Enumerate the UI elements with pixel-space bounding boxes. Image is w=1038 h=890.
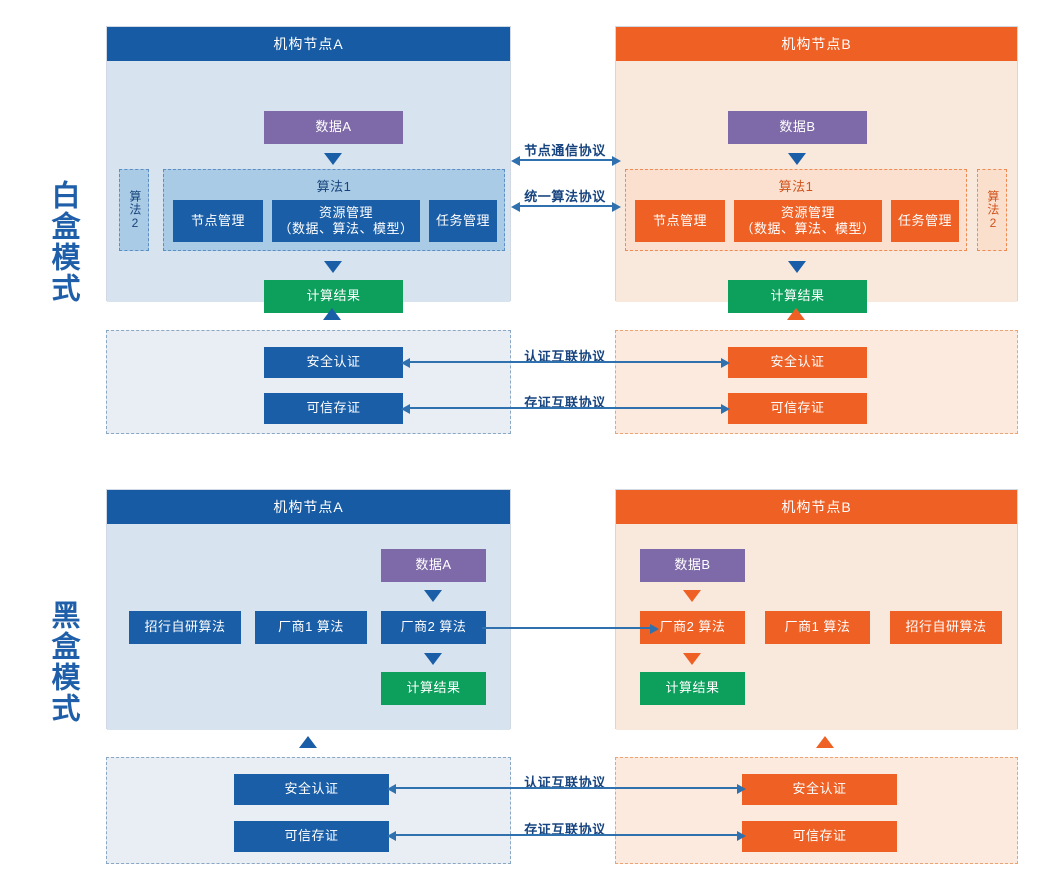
- arrow-down-icon: [424, 653, 442, 665]
- blackbox-node-a-algorithm-2: 厂商2 算法: [381, 611, 486, 644]
- blackbox-node-a-data-box: 数据A: [381, 549, 486, 582]
- blackbox-node-a-algorithm-0: 招行自研算法: [129, 611, 241, 644]
- whitebox-node-b-auth-zone: 安全认证 可信存证: [615, 330, 1018, 434]
- mode-label-whitebox: 白盒模式: [47, 180, 79, 304]
- arrow-up-icon: [816, 736, 834, 748]
- blackbox-algorithm-link-arrow: [482, 623, 659, 635]
- whitebox-node-b-auth-box-storage: 可信存证: [728, 393, 867, 424]
- blackbox-node-a-auth-box-security: 安全认证: [234, 774, 389, 805]
- protocol-arrow-node-comm: [511, 155, 621, 167]
- protocol-label-auth-interop-blackbox: 认证互联协议: [524, 775, 606, 790]
- blackbox-node-b-panel: 机构节点B 数据B 厂商2 算法 厂商1 算法 招行自研算法 计算结果: [615, 489, 1018, 730]
- protocol-arrow-auth-interop-blackbox: [387, 783, 746, 795]
- blackbox-node-a-result-box: 计算结果: [381, 672, 486, 705]
- blackbox-node-a-auth-zone: 安全认证 可信存证: [106, 757, 511, 864]
- whitebox-node-a-algo1-group: 算法1 节点管理 资源管理 （数据、算法、模型） 任务管理: [163, 169, 505, 251]
- whitebox-node-b-result-box: 计算结果: [728, 280, 867, 313]
- blackbox-node-a-algorithm-1: 厂商1 算法: [255, 611, 367, 644]
- whitebox-node-a-data-box: 数据A: [264, 111, 403, 144]
- blackbox-node-b-auth-box-security: 安全认证: [742, 774, 897, 805]
- whitebox-node-b-algo2-chip: 算法2: [977, 169, 1007, 251]
- protocol-arrow-unified-algo: [511, 201, 621, 213]
- arrow-up-icon: [299, 736, 317, 748]
- blackbox-node-b-auth-zone: 安全认证 可信存证: [615, 757, 1018, 864]
- whitebox-node-b-module-node-mgmt: 节点管理: [635, 200, 725, 242]
- protocol-label-storage-interop-blackbox: 存证互联协议: [524, 822, 606, 837]
- whitebox-node-b-title: 机构节点B: [616, 27, 1017, 61]
- protocol-label-unified-algo: 统一算法协议: [524, 189, 606, 204]
- blackbox-node-b-data-box: 数据B: [640, 549, 745, 582]
- whitebox-node-a-module-node-mgmt: 节点管理: [173, 200, 263, 242]
- blackbox-node-b-result-box: 计算结果: [640, 672, 745, 705]
- protocol-arrow-storage-interop: [401, 403, 730, 415]
- whitebox-node-b-panel: 机构节点B 数据B 算法1 节点管理 资源管理 （数据、算法、模型） 任务管理 …: [615, 26, 1018, 313]
- whitebox-node-b-algo1-title: 算法1: [778, 179, 814, 194]
- whitebox-node-b-data-box: 数据B: [728, 111, 867, 144]
- blackbox-node-b-auth-box-storage: 可信存证: [742, 821, 897, 852]
- whitebox-node-a-auth-box-security: 安全认证: [264, 347, 403, 378]
- whitebox-node-a-auth-zone: 安全认证 可信存证: [106, 330, 511, 434]
- protocol-label-storage-interop: 存证互联协议: [524, 395, 606, 410]
- mode-label-blackbox: 黑盒模式: [47, 600, 79, 724]
- blackbox-node-b-title: 机构节点B: [616, 490, 1017, 524]
- arrow-down-icon: [788, 261, 806, 273]
- whitebox-node-b-module-resource-mgmt: 资源管理 （数据、算法、模型）: [734, 200, 882, 242]
- whitebox-node-b-algo1-group: 算法1 节点管理 资源管理 （数据、算法、模型） 任务管理: [625, 169, 967, 251]
- whitebox-node-a-auth-box-storage: 可信存证: [264, 393, 403, 424]
- blackbox-node-a-auth-box-storage: 可信存证: [234, 821, 389, 852]
- protocol-arrow-storage-interop-blackbox: [387, 830, 746, 842]
- arrow-up-icon: [323, 308, 341, 320]
- arrow-down-icon: [424, 590, 442, 602]
- whitebox-node-a-panel: 机构节点A 数据A 算法2 算法1 节点管理 资源管理 （数据、算法、模型） 任…: [106, 26, 511, 313]
- blackbox-node-a-title: 机构节点A: [107, 490, 510, 524]
- whitebox-node-a-result-box: 计算结果: [264, 280, 403, 313]
- protocol-label-node-comm: 节点通信协议: [524, 143, 606, 158]
- arrow-up-icon: [787, 308, 805, 320]
- whitebox-node-a-module-resource-mgmt: 资源管理 （数据、算法、模型）: [272, 200, 420, 242]
- blackbox-node-a-panel: 机构节点A 数据A 招行自研算法 厂商1 算法 厂商2 算法 计算结果: [106, 489, 511, 730]
- whitebox-node-b-auth-box-security: 安全认证: [728, 347, 867, 378]
- whitebox-node-a-algo1-title: 算法1: [316, 179, 352, 194]
- whitebox-node-a-algo2-chip: 算法2: [119, 169, 149, 251]
- protocol-label-auth-interop: 认证互联协议: [524, 349, 606, 364]
- arrow-down-icon: [324, 153, 342, 165]
- whitebox-node-b-module-task-mgmt: 任务管理: [891, 200, 959, 242]
- arrow-down-icon: [324, 261, 342, 273]
- protocol-arrow-auth-interop: [401, 357, 730, 369]
- arrow-down-icon: [683, 653, 701, 665]
- blackbox-node-b-algorithm-1: 厂商1 算法: [765, 611, 870, 644]
- blackbox-node-b-algorithm-2: 招行自研算法: [890, 611, 1002, 644]
- arrow-down-icon: [788, 153, 806, 165]
- arrow-down-icon: [683, 590, 701, 602]
- whitebox-node-a-title: 机构节点A: [107, 27, 510, 61]
- whitebox-node-a-module-task-mgmt: 任务管理: [429, 200, 497, 242]
